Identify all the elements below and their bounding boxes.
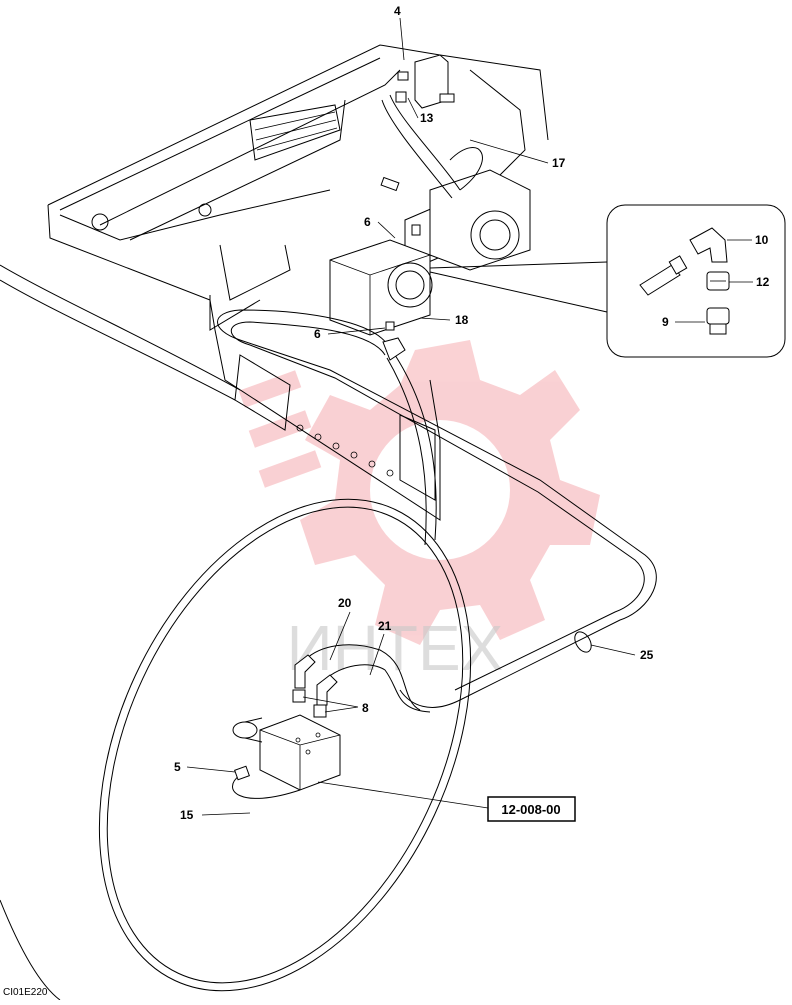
callout-20: 20 [338, 596, 352, 610]
callout-8: 8 [362, 701, 369, 715]
hose-15 [232, 774, 301, 799]
callout-6-upper: 6 [364, 215, 371, 229]
adapter-9 [706, 307, 730, 335]
elbow-fittings-20-21 [294, 654, 338, 706]
hose-20 [304, 644, 421, 711]
main-valve-block [329, 239, 433, 336]
leader-lines [186, 17, 753, 816]
callout-17: 17 [552, 156, 566, 170]
callout-4: 4 [394, 4, 401, 18]
reference-box[interactable]: 12-008-00 [487, 796, 576, 822]
nut-12 [706, 271, 730, 291]
fitting-5 [234, 765, 250, 781]
pump-block [429, 169, 531, 271]
frame-holes [296, 424, 394, 477]
callout-13: 13 [420, 111, 434, 125]
hose-21 [324, 664, 431, 713]
callout-12: 12 [756, 275, 770, 289]
fittings-top [380, 71, 455, 361]
watermark-gear-logo [238, 340, 600, 645]
callout-21: 21 [378, 619, 392, 633]
fittings-8 [292, 689, 327, 718]
hose-end-fitting [639, 255, 688, 296]
ring-25 [574, 631, 592, 653]
hose-18 [217, 309, 657, 708]
callout-10: 10 [755, 233, 769, 247]
callout-25: 25 [640, 648, 654, 662]
elbow-fitting-10 [689, 227, 728, 263]
callout-18: 18 [455, 313, 469, 327]
bottom-valve-block [232, 714, 341, 791]
tank-body [0, 264, 472, 1001]
callout-15: 15 [180, 808, 194, 822]
callout-5: 5 [174, 760, 181, 774]
callout-9: 9 [662, 315, 669, 329]
hose-vertical [386, 354, 437, 546]
figure-code: CI01E220 [3, 987, 48, 998]
callout-6-lower: 6 [314, 327, 321, 341]
hose-17 [381, 94, 483, 199]
detail-inset [429, 204, 786, 358]
watermark-text: ИНТЕХ [287, 612, 504, 684]
reference-box-label: 12-008-00 [501, 802, 560, 817]
